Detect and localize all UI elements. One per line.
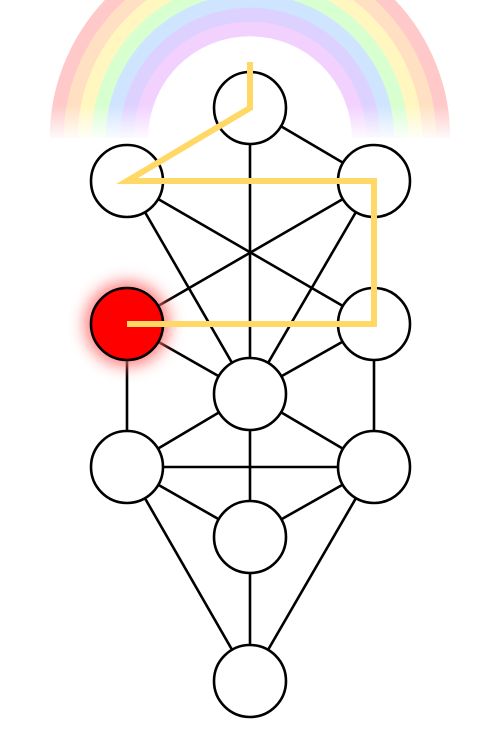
sphere-circle [336, 429, 412, 505]
sphere-node[interactable] [212, 499, 288, 575]
sphere-node[interactable] [212, 356, 288, 432]
path-line [125, 179, 376, 326]
sphere-circle [212, 499, 288, 575]
path-line [248, 465, 376, 683]
path-line [248, 179, 376, 396]
sphere-circle [212, 643, 288, 719]
sphere-circle [212, 356, 288, 432]
sphere-node[interactable] [212, 643, 288, 719]
path-line [125, 465, 252, 683]
sphere-node[interactable] [89, 429, 165, 505]
lightning-line [116, 62, 377, 327]
sphere-node[interactable] [336, 429, 412, 505]
sphere-nodes [85, 70, 412, 719]
sphere-circle [89, 429, 165, 505]
rainbow-arc [40, 0, 460, 140]
lightning-flash-path [116, 62, 377, 327]
